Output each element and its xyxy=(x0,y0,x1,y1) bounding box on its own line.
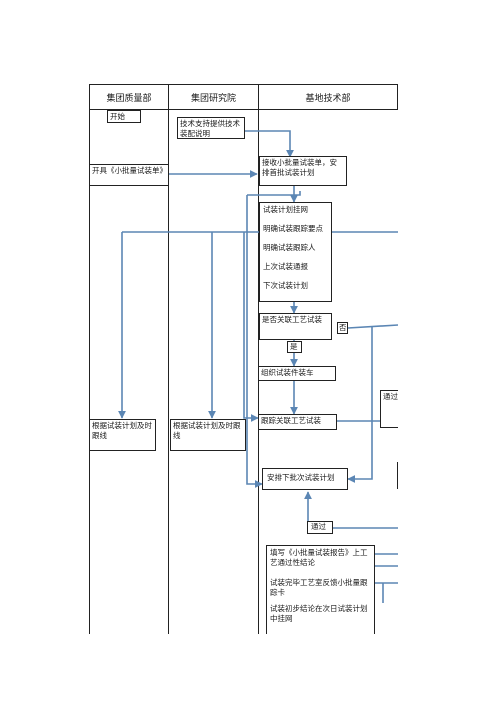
decision-box: 是否关联工艺试装 xyxy=(259,313,332,340)
next-batch-box: 安排下批次试装计划 xyxy=(262,468,348,490)
plan-item-3: 明确试装跟踪人 xyxy=(263,243,316,252)
receive-order-box: 接收小批量试装单，安排首批试装计划 xyxy=(259,156,347,186)
pass-bottom-box: 通过 xyxy=(307,521,333,534)
arrow-support-to-receive xyxy=(245,130,294,158)
plan-item-2: 明确试装跟踪要点 xyxy=(263,224,323,233)
lane-header-research: 集团研究院 xyxy=(168,84,259,110)
pass-right-box: 通过 xyxy=(380,390,398,428)
line-loop-top xyxy=(247,191,301,196)
report-list-box: 填写《小批量试装报告》上工艺通过性结论 试装完毕工艺室反馈小批量跟踪卡 试装初步… xyxy=(266,545,375,634)
tech-support-box: 技术支持提供技术装配说明 xyxy=(177,117,245,139)
plan-item-4: 上次试装通报 xyxy=(263,262,308,271)
plan-list-box: 试装计划挂网 明确试装跟踪要点 明确试装跟踪人 上次试装通报 下次试装计划 xyxy=(259,202,332,302)
lane-divider-right xyxy=(397,462,398,489)
no-label: 否 xyxy=(337,322,348,334)
lane-header-quality: 集团质量部 xyxy=(89,84,169,110)
start-node: 开始 xyxy=(107,110,141,123)
plan-item-5: 下次试装计划 xyxy=(263,281,308,290)
research-track-box: 根据试装计划及时跟线 xyxy=(170,419,246,451)
lane-header-base-tech: 基地技术部 xyxy=(258,84,398,110)
arrow-to-track-process xyxy=(243,232,259,422)
report-item-2: 试装完毕工艺室反馈小批量跟踪卡 xyxy=(270,578,368,598)
plan-item-1: 试装计划挂网 xyxy=(263,205,308,214)
lane-divider-1 xyxy=(168,109,169,634)
lane-divider-left xyxy=(89,109,90,634)
track-process-box: 跟踪关联工艺试装 xyxy=(258,414,337,430)
report-item-3: 试装初步结论在次日试装计划中挂网 xyxy=(270,604,368,624)
report-item-1: 填写《小批量试装报告》上工艺通过性结论 xyxy=(270,548,368,568)
organize-box: 组织试装件装车 xyxy=(258,366,336,381)
issue-order-box: 开具《小批量试装单》 xyxy=(89,164,169,186)
yes-label: 是 xyxy=(287,341,302,353)
quality-track-box: 根据试装计划及时跟线 xyxy=(89,419,156,451)
line-no-branch xyxy=(347,324,399,329)
line-loop-to-next-batch xyxy=(246,195,263,488)
line-no-to-next-batch xyxy=(347,326,373,483)
